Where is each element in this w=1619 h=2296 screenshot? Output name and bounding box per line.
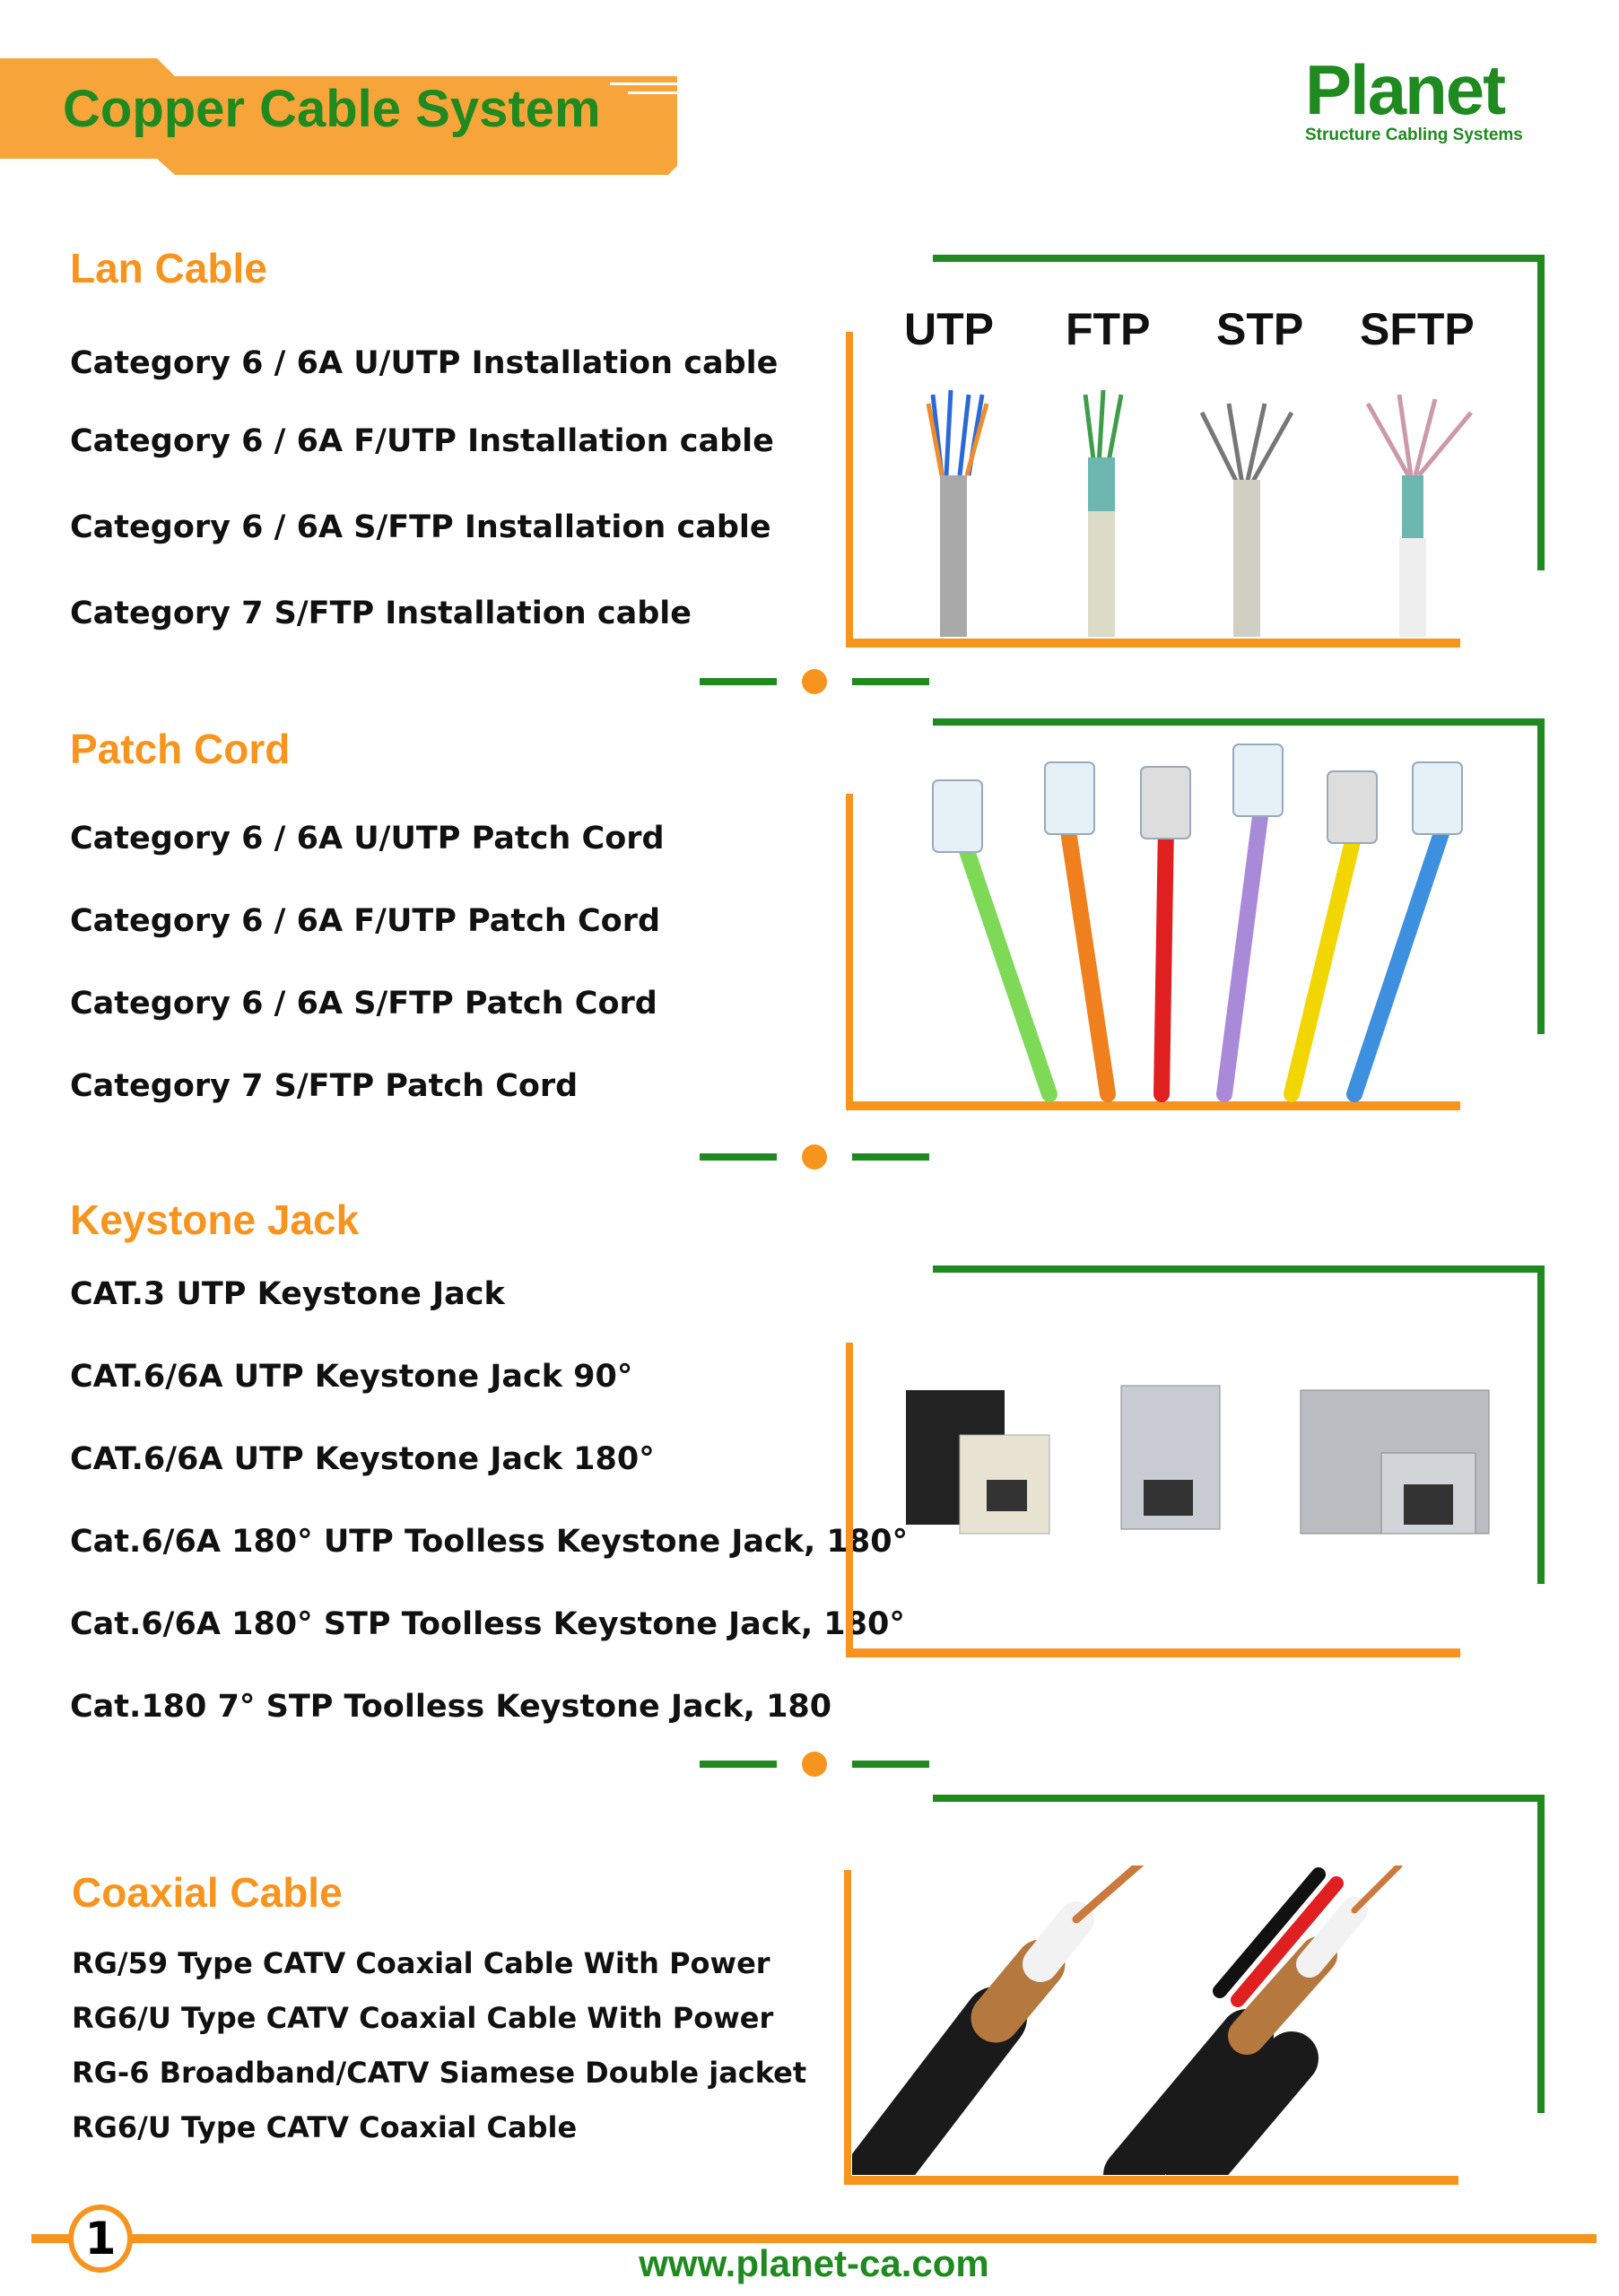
list-item: CAT.6/6A UTP Keystone Jack 180°	[70, 1441, 655, 1477]
page-title: Copper Cable System	[63, 80, 601, 138]
header-banner	[0, 58, 677, 175]
label-ftp: FTP	[1066, 304, 1151, 354]
label-stp: STP	[1216, 304, 1304, 354]
list-item: CAT.3 UTP Keystone Jack	[70, 1276, 505, 1312]
frame-orange-left	[846, 794, 853, 1109]
divider-dot	[802, 669, 827, 694]
list-item: Category 6 / 6A U/UTP Installation cable	[70, 345, 779, 381]
list-item: Category 6 / 6A F/UTP Patch Cord	[70, 903, 661, 939]
list-item: RG6/U Type CATV Coaxial Cable	[72, 2110, 578, 2144]
frame-green-top	[933, 718, 1545, 726]
frame-orange-bottom	[844, 2176, 1458, 2185]
list-item: RG-6 Broadband/CATV Siamese Double jacke…	[72, 2056, 807, 2090]
list-item: Category 6 / 6A F/UTP Installation cable	[70, 423, 774, 459]
list-item: Category 7 S/FTP Patch Cord	[70, 1068, 579, 1104]
frame-orange-left	[846, 332, 853, 648]
section-heading-keystone-jack: Keystone Jack	[70, 1196, 360, 1243]
patch-cords-image	[932, 744, 1463, 1102]
section-heading-patch-cord: Patch Cord	[70, 726, 291, 772]
frame-green-right	[1537, 1795, 1545, 2113]
frame-orange-left	[844, 1870, 851, 2184]
banner-stripe	[628, 74, 677, 76]
section-heading-coaxial-cable: Coaxial Cable	[72, 1869, 343, 1916]
divider-dash	[700, 678, 777, 685]
frame-green-top	[933, 255, 1545, 262]
list-item: Cat.180 7° STP Toolless Keystone Jack, 1…	[70, 1689, 832, 1725]
divider-dot	[802, 1144, 827, 1170]
footer-line	[31, 2234, 1597, 2243]
frame-orange-bottom	[846, 1648, 1460, 1657]
planet-logo: Planet Structure Cabling Systems	[1305, 54, 1523, 145]
frame-green-right	[1537, 1265, 1545, 1584]
frame-orange-left	[846, 1343, 853, 1657]
frame-green-top	[933, 1265, 1545, 1273]
list-item: Cat.6/6A 180° UTP Toolless Keystone Jack…	[70, 1524, 909, 1560]
website-link[interactable]: www.planet-ca.com	[639, 2242, 989, 2284]
coaxial-cables-image	[852, 1866, 1403, 2175]
divider-dash	[700, 1153, 777, 1161]
divider-dash	[852, 1153, 929, 1161]
keystone-jacks-image	[906, 1385, 1490, 1535]
page-number: 1	[68, 2205, 133, 2273]
list-item: Category 6 / 6A S/FTP Installation cable	[70, 509, 771, 545]
frame-green-right	[1537, 255, 1545, 570]
list-item: Category 6 / 6A U/UTP Patch Cord	[70, 821, 665, 857]
section-heading-lan-cable: Lan Cable	[70, 245, 267, 291]
logo-tagline: Structure Cabling Systems	[1305, 126, 1523, 144]
frame-green-right	[1537, 718, 1545, 1034]
label-utp: UTP	[904, 304, 994, 354]
frame-orange-bottom	[846, 639, 1460, 648]
list-item: Category 6 / 6A S/FTP Patch Cord	[70, 986, 657, 1022]
list-item: CAT.6/6A UTP Keystone Jack 90°	[70, 1359, 633, 1395]
list-item: RG/59 Type CATV Coaxial Cable With Power	[72, 1946, 770, 1980]
divider-dash	[852, 678, 929, 685]
list-item: RG6/U Type CATV Coaxial Cable With Power	[72, 2001, 774, 2035]
divider-dot	[802, 1752, 827, 1777]
list-item: Cat.6/6A 180° STP Toolless Keystone Jack…	[70, 1606, 905, 1642]
logo-text: Planet	[1305, 50, 1506, 129]
lan-cables-image	[926, 389, 1473, 637]
banner-stripe	[610, 83, 677, 85]
banner-stripe	[628, 91, 677, 94]
divider-dash	[700, 1761, 777, 1768]
divider-dash	[852, 1761, 929, 1768]
frame-orange-bottom	[846, 1101, 1460, 1110]
label-sftp: SFTP	[1360, 304, 1475, 354]
list-item: Category 7 S/FTP Installation cable	[70, 596, 692, 631]
frame-green-top	[933, 1795, 1545, 1802]
